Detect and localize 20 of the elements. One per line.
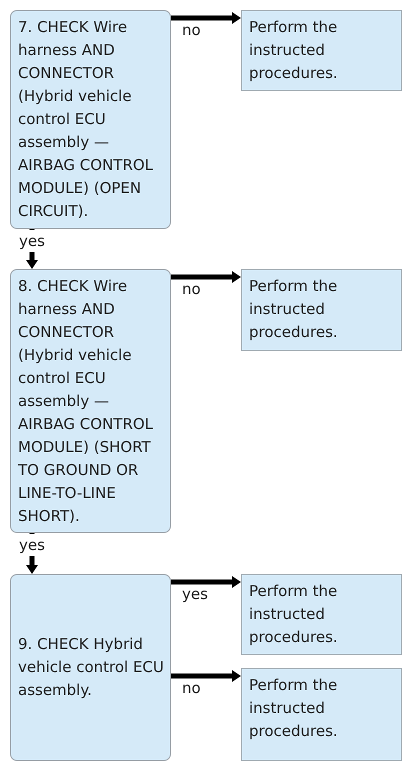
step-text: 7. CHECK Wire harness AND CONNECTOR (Hybrid vehicle control ECU assembly — AIRBAG CONTROL MODULE) (OPEN CIRCUIT). bbox=[18, 17, 154, 222]
step-box bbox=[10, 269, 171, 533]
action-box bbox=[241, 574, 402, 655]
edge-label: yes bbox=[17, 534, 47, 556]
step-text: Perform the instructed procedures. bbox=[249, 276, 339, 343]
arrow bbox=[171, 576, 241, 588]
action-box bbox=[241, 668, 402, 761]
edge-label: yes bbox=[17, 230, 47, 252]
step-text: 9. CHECK Hybrid vehicle control ECU assembly. bbox=[18, 634, 165, 701]
step-text: Perform the instructed procedures. bbox=[249, 675, 339, 742]
step-text: Perform the instructed procedures. bbox=[249, 581, 339, 648]
action-box bbox=[241, 269, 402, 351]
step-box bbox=[10, 574, 171, 761]
arrow bbox=[171, 670, 241, 682]
step-text: 8. CHECK Wire harness AND CONNECTOR (Hybrid vehicle control ECU assembly — AIRBAG CONTROL MODULE) (SHORT TO GROUND OR LINE-TO-LINE SHORT). bbox=[18, 276, 154, 527]
arrow bbox=[171, 12, 241, 24]
step-box bbox=[10, 10, 171, 229]
action-box bbox=[241, 10, 402, 91]
arrow bbox=[171, 271, 241, 283]
step-text: Perform the instructed procedures. bbox=[249, 17, 339, 84]
